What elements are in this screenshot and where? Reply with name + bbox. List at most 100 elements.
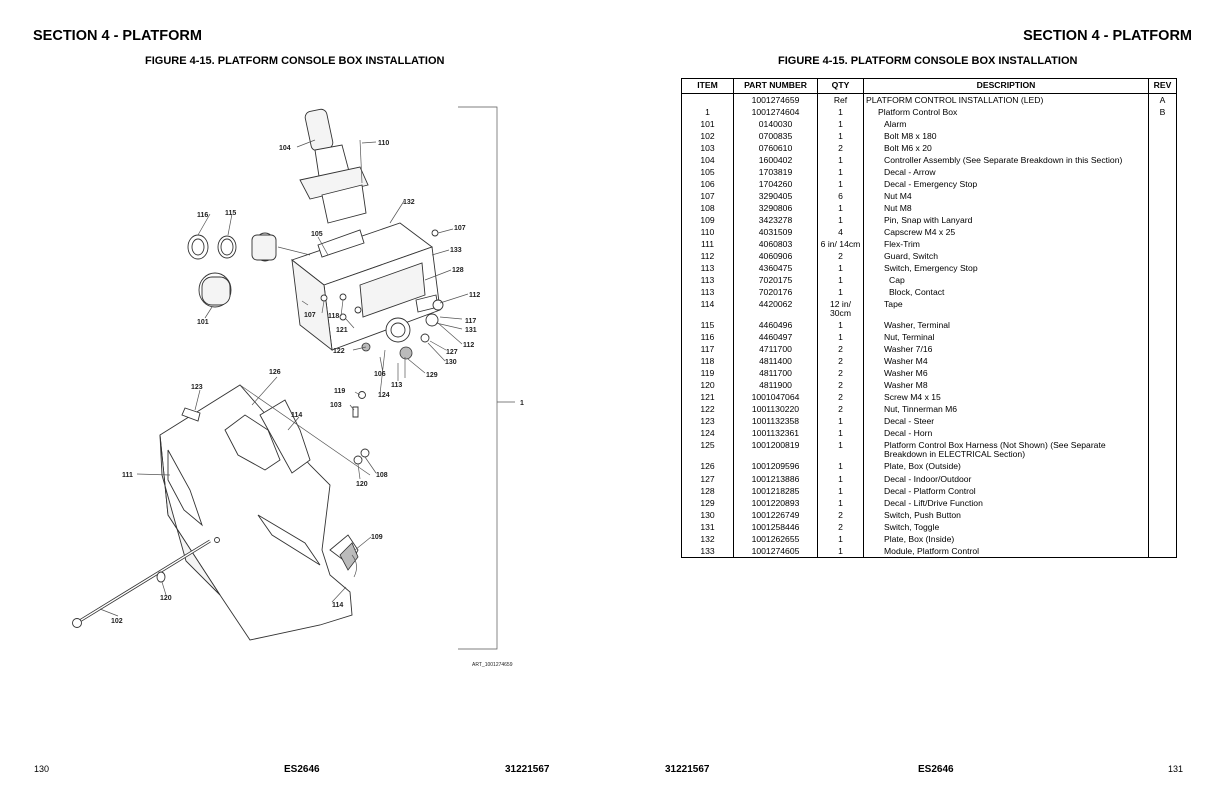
cell-description: Washer M6 [863,367,1149,380]
description-text: Nut, Tinnerman M6 [884,404,958,415]
cell-description: Plate, Box (Inside) [863,532,1149,545]
cell-description: Nut, Terminal [863,331,1149,344]
cell-part-number: 1001132358 [733,415,818,428]
cell-part-number: 0140030 [733,118,818,131]
cell-qty: 1 [817,214,864,227]
leader-lines [99,139,469,617]
callout-107-top: 107 [454,225,466,232]
cell-rev [1148,166,1177,179]
callout-105: 105 [311,231,323,238]
cell-description: Switch, Emergency Stop [863,262,1149,275]
cell-item: 102 [681,130,734,143]
console-box [291,222,444,360]
cell-qty: 2 [817,250,864,263]
assembly-bracket [458,106,498,650]
right-section-title: SECTION 4 - PLATFORM [1023,28,1192,44]
cell-rev [1148,286,1177,299]
cell-rev [1148,214,1177,227]
cell-qty: 2 [817,343,864,356]
cell-qty: 1 [817,496,864,509]
cell-item: 106 [681,178,734,191]
cell-description: Bolt M8 x 180 [863,130,1149,143]
cell-description: Washer, Terminal [863,319,1149,332]
cell-item: 120 [681,379,734,392]
cell-part-number: 0760610 [733,142,818,155]
cell-qty: Ref [817,93,864,107]
description-text: Decal - Lift/Drive Function [884,497,983,508]
cell-rev: A [1148,93,1177,107]
callout-117: 117 [465,318,476,325]
description-text: Washer 7/16 [884,344,933,355]
cell-qty: 1 [817,286,864,299]
cell-part-number: 1001130220 [733,403,818,416]
cell-qty: 2 [817,391,864,404]
cell-description: Screw M4 x 15 [863,391,1149,404]
cell-description: Module, Platform Control [863,544,1149,558]
cell-item [681,93,734,107]
cell-rev [1148,379,1177,392]
left-model: ES2646 [284,764,320,775]
exploded-diagram: 104 110 132 116 115 105 107 133 128 112 … [72,106,524,668]
cell-rev [1148,367,1177,380]
cell-description: Decal - Lift/Drive Function [863,496,1149,509]
description-text: Decal - Indoor/Outdoor [884,473,972,484]
cell-rev [1148,298,1177,320]
description-text: Washer M6 [884,368,928,379]
cell-part-number: 1001258446 [733,520,818,533]
cell-description: Washer M8 [863,379,1149,392]
right-model: ES2646 [918,764,954,775]
cell-item: 113 [681,262,734,275]
cell-part-number: 7020175 [733,274,818,287]
terminal-parts [187,232,311,308]
cell-qty: 1 [817,274,864,287]
cell-item: 122 [681,403,734,416]
cell-rev [1148,331,1177,344]
cell-part-number: 4711700 [733,343,818,356]
cell-description: Flex-Trim [863,238,1149,251]
cell-item: 125 [681,439,734,461]
cell-qty: 1 [817,484,864,497]
description-text: Washer M8 [884,380,928,391]
cell-qty: 6 [817,190,864,203]
cell-part-number: 1001132361 [733,427,818,440]
description-text: Bolt M6 x 20 [884,143,932,154]
cell-rev [1148,250,1177,263]
outside-plate [159,384,371,641]
cell-qty: 12 in/ 30cm [817,298,864,320]
description-text: Controller Assembly (See Separate Breakd… [884,155,1123,166]
description-text: Flex-Trim [884,239,920,250]
description-text: PLATFORM CONTROL INSTALLATION (LED) [866,95,1044,105]
callout-115: 115 [225,210,236,217]
cell-qty: 2 [817,355,864,368]
cell-item: 124 [681,427,734,440]
description-text: Cap [889,275,905,286]
cell-description: Capscrew M4 x 25 [863,226,1149,239]
cell-rev [1148,130,1177,143]
cell-qty: 2 [817,367,864,380]
cell-rev [1148,118,1177,131]
callout-114: 114 [332,602,343,609]
cell-part-number: 4811900 [733,379,818,392]
cell-part-number: 4811700 [733,367,818,380]
cell-part-number: 1001213886 [733,472,818,485]
cell-part-number: 3423278 [733,214,818,227]
cell-qty: 1 [817,460,864,473]
cell-rev [1148,355,1177,368]
cell-part-number: 1001274605 [733,544,818,558]
cell-part-number: 1704260 [733,178,818,191]
callout-101: 101 [197,319,209,326]
description-text: Tape [884,299,903,310]
cell-rev [1148,274,1177,287]
col-header-item: ITEM [681,78,734,94]
description-text: Decal - Steer [884,416,935,427]
cell-rev [1148,202,1177,215]
